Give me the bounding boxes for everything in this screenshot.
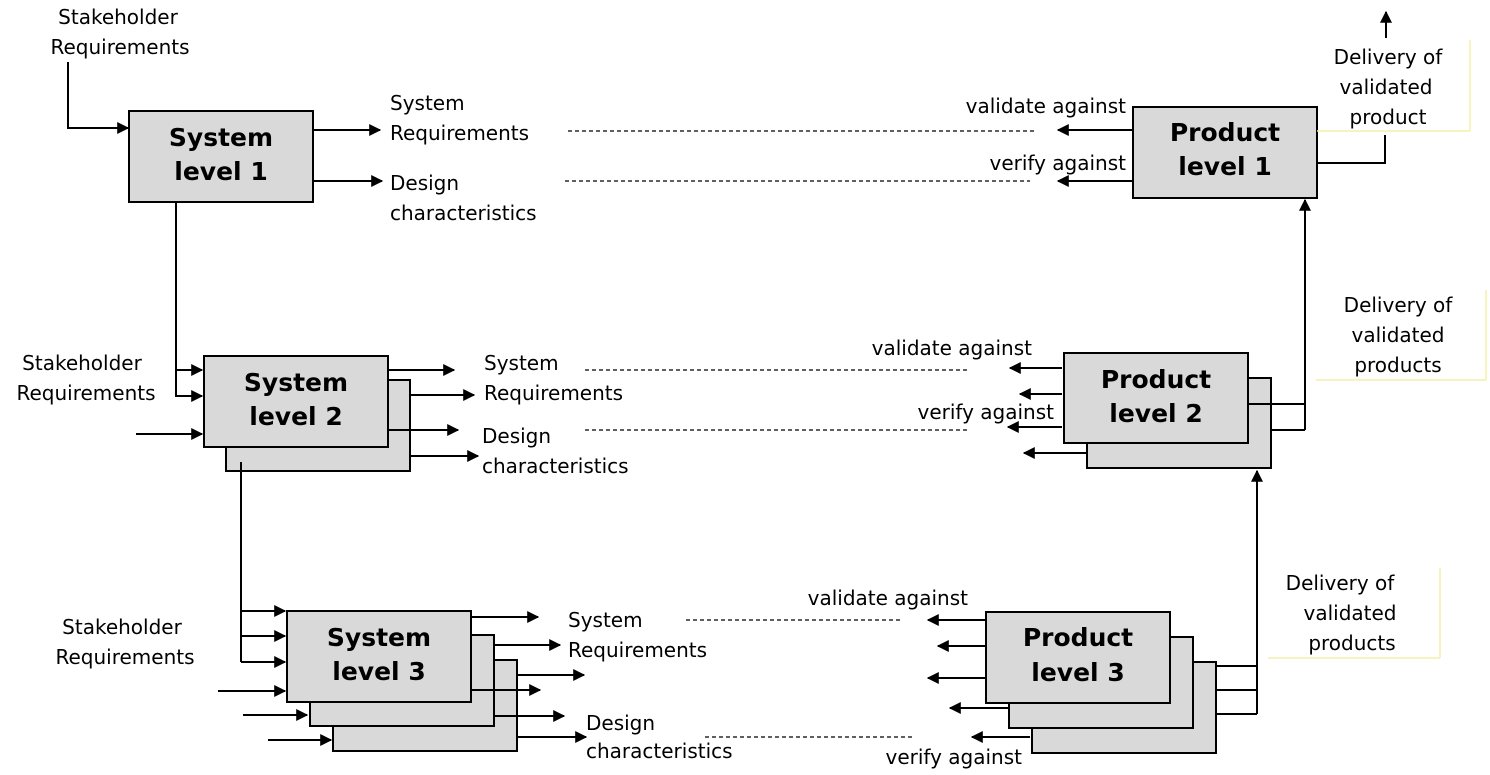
svg-text:Requirements: Requirements <box>568 638 707 662</box>
svg-text:validated: validated <box>1340 75 1433 99</box>
svg-text:Stakeholder: Stakeholder <box>62 615 182 639</box>
svg-text:Product: Product <box>1170 118 1280 147</box>
svg-text:System: System <box>169 123 273 152</box>
system-level-1-box: System level 1 <box>128 110 314 203</box>
system-level-2-box: System level 2 <box>203 355 411 472</box>
svg-text:characteristics: characteristics <box>482 454 629 478</box>
svg-text:Product: Product <box>1101 365 1211 394</box>
product-level-3-box: Product level 3 <box>985 611 1217 754</box>
product-level-1-box: Product level 1 <box>1132 106 1318 199</box>
delivery-label-mid: Delivery of validated products <box>1344 293 1454 377</box>
verify-against-label-3: verify against <box>885 745 1022 769</box>
svg-text:Delivery of: Delivery of <box>1344 293 1454 317</box>
svg-text:level 1: level 1 <box>1178 152 1271 181</box>
svg-text:Product: Product <box>1023 623 1133 652</box>
svg-text:System: System <box>568 608 643 632</box>
svg-text:System: System <box>484 351 559 375</box>
stakeholder-requirements-1: Stakeholder Requirements <box>50 5 189 59</box>
system-level-3-box: System level 3 <box>286 610 518 752</box>
svg-text:Requirements: Requirements <box>390 121 529 145</box>
stakeholder-requirements-2: Stakeholder Requirements <box>16 351 155 405</box>
svg-text:Design: Design <box>482 424 551 448</box>
system-requirements-label-3: System Requirements <box>568 608 707 662</box>
svg-text:products: products <box>1308 631 1395 655</box>
design-characteristics-label-2: Design characteristics <box>482 424 629 478</box>
verify-against-label-2: verify against <box>917 400 1054 424</box>
delivery-label-top: Delivery of validated product <box>1334 45 1444 129</box>
svg-text:Requirements: Requirements <box>50 35 189 59</box>
svg-text:level 2: level 2 <box>249 402 342 431</box>
svg-text:Requirements: Requirements <box>16 381 155 405</box>
svg-text:level 3: level 3 <box>332 657 425 686</box>
svg-text:Design: Design <box>390 171 459 195</box>
svg-text:validated: validated <box>1304 601 1397 625</box>
stakeholder-requirements-3: Stakeholder Requirements <box>55 615 194 669</box>
svg-text:level 2: level 2 <box>1109 399 1202 428</box>
svg-text:characteristics: characteristics <box>586 739 733 763</box>
delivery-label-bottom: Delivery of validated products <box>1286 571 1397 655</box>
svg-text:level 1: level 1 <box>174 157 267 186</box>
svg-text:product: product <box>1350 105 1427 129</box>
svg-text:System: System <box>244 368 348 397</box>
svg-text:Delivery of: Delivery of <box>1334 45 1444 69</box>
svg-text:System: System <box>327 623 431 652</box>
svg-text:validated: validated <box>1352 323 1445 347</box>
svg-text:Stakeholder: Stakeholder <box>58 5 178 29</box>
validate-against-label-3: validate against <box>808 586 969 610</box>
validate-against-label-1: validate against <box>966 94 1127 118</box>
svg-text:Design: Design <box>586 711 655 735</box>
system-requirements-label-2: System Requirements <box>484 351 623 405</box>
svg-text:Requirements: Requirements <box>484 381 623 405</box>
svg-text:Delivery of: Delivery of <box>1286 571 1396 595</box>
svg-text:System: System <box>390 91 465 115</box>
svg-text:Stakeholder: Stakeholder <box>22 351 142 375</box>
svg-text:Requirements: Requirements <box>55 645 194 669</box>
design-characteristics-label-3: Design characteristics <box>586 711 733 763</box>
product-level-2-box: Product level 2 <box>1063 352 1272 469</box>
svg-text:products: products <box>1354 353 1441 377</box>
verify-against-label-1: verify against <box>989 151 1126 175</box>
svg-text:level 3: level 3 <box>1031 658 1124 687</box>
stakeholder-arrow-1 <box>67 62 130 134</box>
svg-text:characteristics: characteristics <box>390 201 537 225</box>
validate-against-label-2: validate against <box>872 336 1033 360</box>
design-characteristics-label-1: Design characteristics <box>390 171 537 225</box>
system-requirements-label-1: System Requirements <box>390 91 529 145</box>
